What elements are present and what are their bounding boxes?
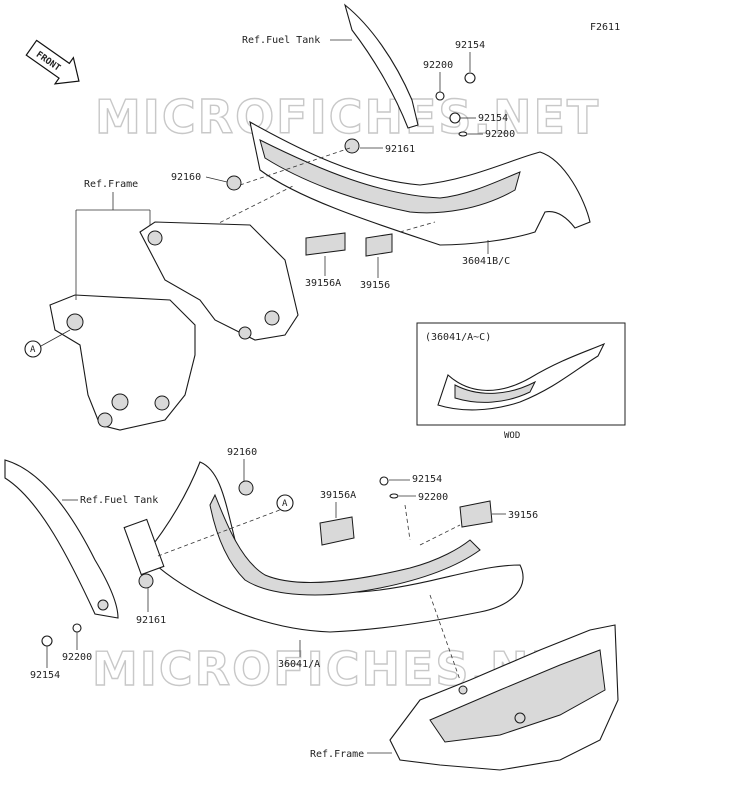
side-cover-36041bc	[249, 120, 591, 246]
label-92200-top-b: 92200	[485, 129, 515, 140]
fuel-tank-edge-bottom	[4, 459, 119, 619]
bolt-92154-bottom-left	[41, 635, 53, 647]
label-92160-bottom: 92160	[227, 447, 257, 458]
washer-92200-bottom-left	[72, 623, 82, 633]
pad-39156a-top	[305, 232, 346, 256]
side-cover-36041a-inner	[209, 493, 481, 596]
label-92154-bottom-right: 92154	[412, 474, 442, 485]
circle-a-left-label: A	[30, 345, 36, 355]
label-92154-top-b: 92154	[478, 113, 508, 124]
circle-a-bottom-label: A	[282, 499, 288, 509]
label-92161-top: 92161	[385, 144, 415, 155]
label-39156a-bottom: 39156A	[320, 490, 356, 501]
grommet-92161-top	[344, 138, 360, 154]
watermark-top: MICROFICHES.NET	[95, 90, 600, 144]
inset-title: (36041/A~C)	[425, 332, 491, 343]
figure-code: F2611	[590, 22, 620, 33]
ref-frame-bottom-label: Ref.Frame	[310, 749, 364, 760]
bolt-92154-top-a	[464, 72, 476, 84]
bolt-92154-top-b	[449, 112, 461, 124]
label-92200-bottom-right: 92200	[418, 492, 448, 503]
label-39156-bottom: 39156	[508, 510, 538, 521]
grommet-92160-bottom	[238, 480, 254, 496]
label-92200-top-a: 92200	[423, 60, 453, 71]
side-cover-inner	[259, 139, 521, 214]
fuel-tank-edge-top	[344, 3, 419, 129]
label-92154-bottom-left: 92154	[30, 670, 60, 681]
bolt-92154-bottom-right	[379, 476, 389, 486]
label-92200-bottom-left: 92200	[62, 652, 92, 663]
label-92154-top-a: 92154	[455, 40, 485, 51]
ref-fuel-tank-top-label: Ref.Fuel Tank	[242, 35, 320, 46]
washer-92200-top-b	[458, 131, 468, 137]
label-36041bc: 36041B/C	[462, 256, 510, 267]
circle-a-left	[24, 340, 42, 358]
ref-fuel-tank-bottom-label: Ref.Fuel Tank	[80, 495, 158, 506]
pad-39156-bottom	[459, 500, 493, 528]
washer-92200-top-a	[435, 91, 445, 101]
label-39156-top: 39156	[360, 280, 390, 291]
circle-a-bottom	[276, 494, 294, 512]
pad-39156a-bottom	[319, 516, 355, 546]
label-92161-bottom: 92161	[136, 615, 166, 626]
inset-caption: WOD	[504, 431, 520, 441]
pad-39156-top	[365, 233, 393, 257]
mount-tab-left	[123, 518, 165, 576]
front-arrow-icon: FRONT	[25, 39, 80, 85]
grommet-92161-bottom	[138, 573, 154, 589]
label-92160-top: 92160	[171, 172, 201, 183]
frame-bracket-upper	[139, 221, 299, 341]
grommet-92160-top	[226, 175, 242, 191]
label-36041a: 36041/A	[278, 659, 320, 670]
ref-frame-top-label: Ref.Frame	[84, 179, 138, 190]
label-39156a-top: 39156A	[305, 278, 341, 289]
washer-92200-bottom-right	[389, 493, 399, 499]
